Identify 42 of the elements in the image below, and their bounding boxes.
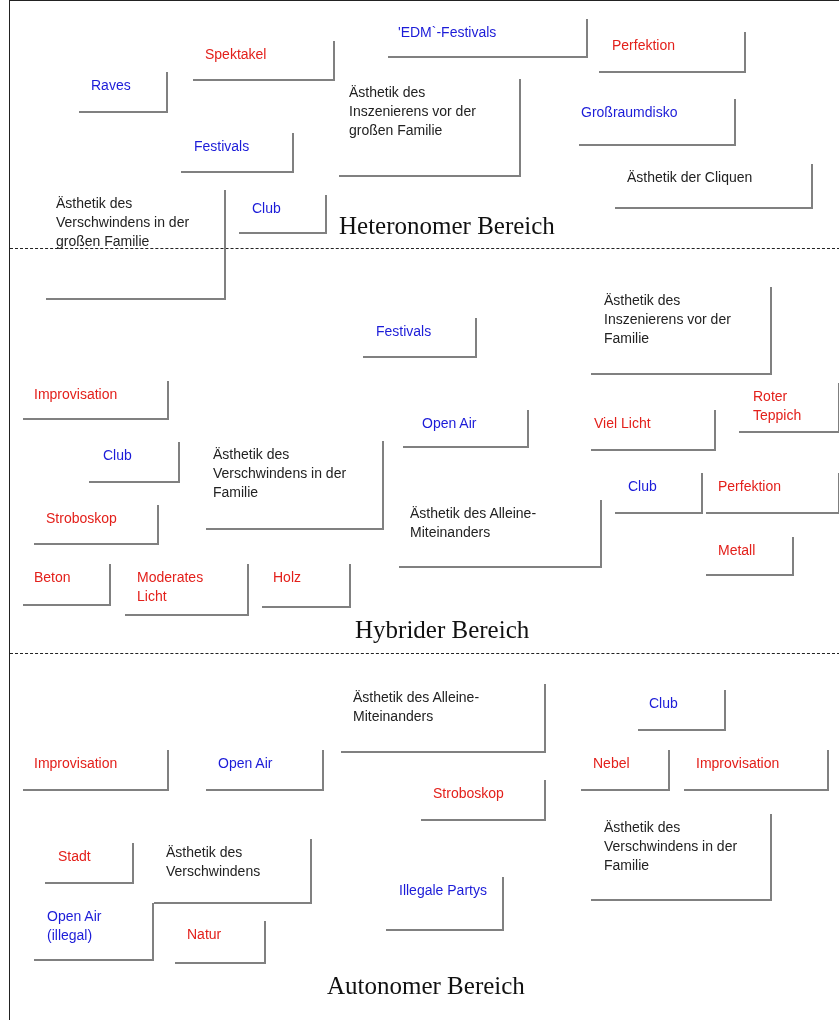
term-bracket: Roter Teppich [739, 383, 839, 433]
term-bracket: Illegale Partys [386, 877, 504, 931]
term-bracket: Improvisation [684, 750, 829, 791]
term-bracket: Viel Licht [591, 410, 716, 451]
term-bracket: Open Air [403, 410, 529, 448]
term-bracket: Club [89, 442, 180, 483]
term-bracket: Ästhetik des Alleine-Miteinanders [341, 684, 546, 753]
term-bracket: Improvisation [23, 750, 169, 791]
term-bracket: Holz [262, 564, 351, 608]
term-bracket: Club [638, 690, 726, 731]
term-bracket: 'EDM`-Festivals [388, 19, 588, 58]
term-bracket: Ästhetik des Inszenierens vor der Familie [591, 287, 772, 375]
term-bracket: Moderates Licht [125, 564, 249, 616]
term-bracket: Festivals [363, 318, 477, 358]
term-bracket: Spektakel [193, 41, 335, 81]
term-bracket: Ästhetik des Verschwindens in der Familie [591, 814, 772, 901]
term-bracket: Beton [23, 564, 111, 606]
term-bracket: Club [239, 195, 327, 234]
term-bracket: Stadt [45, 843, 134, 884]
term-bracket: Festivals [181, 133, 294, 173]
term-bracket: Ästhetik des Inszenierens vor der großen Familie [339, 79, 521, 177]
term-bracket: Ästhetik des Verschwindens in der Familie [206, 441, 384, 530]
zone-heading: Autonomer Bereich [327, 971, 525, 1001]
term-bracket: Open Air (illegal) [34, 903, 154, 961]
term-bracket: Perfektion [706, 473, 839, 514]
term-bracket: Perfektion [599, 32, 746, 73]
term-bracket: Ästhetik des Verschwindens [154, 839, 312, 904]
term-bracket: Natur [175, 921, 266, 964]
term-bracket: Stroboskop [421, 780, 546, 821]
term-bracket: Metall [706, 537, 794, 576]
term-bracket: Club [615, 473, 703, 514]
term-bracket: Stroboskop [34, 505, 159, 545]
term-bracket: Improvisation [23, 381, 169, 420]
term-bracket: Ästhetik des Verschwindens in der großen Familie [46, 190, 226, 300]
term-bracket: Ästhetik der Cliquen [615, 164, 813, 209]
term-bracket: Großraumdisko [579, 99, 736, 146]
term-bracket: Nebel [581, 750, 670, 791]
zone-heading: Heteronomer Bereich [339, 211, 555, 241]
term-bracket: Ästhetik des Alleine-Miteinanders [399, 500, 602, 568]
zone-heading: Hybrider Bereich [355, 615, 530, 645]
term-bracket: Raves [79, 72, 168, 113]
term-bracket: Open Air [206, 750, 324, 791]
